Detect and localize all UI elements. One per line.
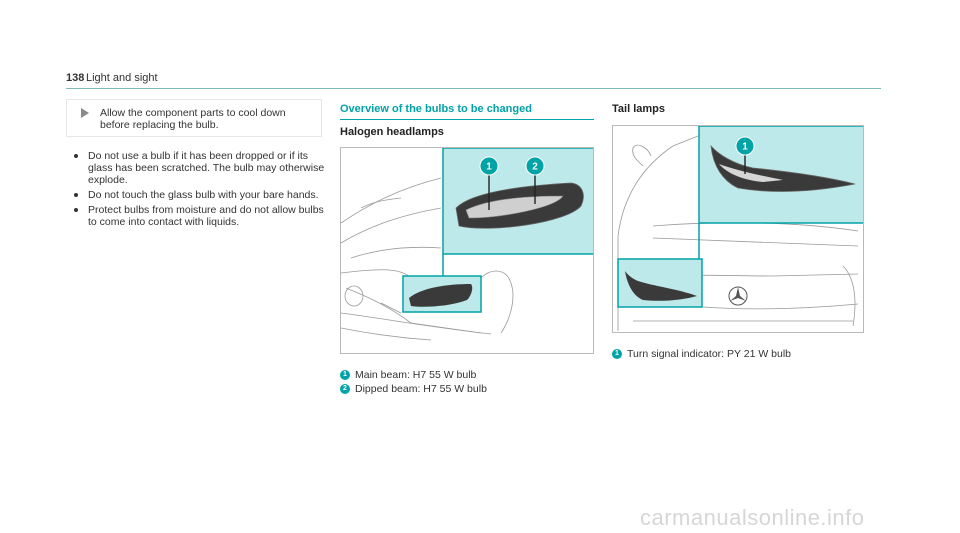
bullet-dot-icon: [74, 208, 78, 212]
callout-1: 1: [742, 142, 748, 153]
tail-lamps-heading: Tail lamps: [612, 103, 665, 115]
headlamps-heading: Halogen headlamps: [340, 126, 444, 138]
note-box: Allow the component parts to cool down b…: [66, 99, 322, 137]
headlamp-figure: 1 2: [340, 147, 594, 354]
overview-title: Overview of the bulbs to be changed: [340, 103, 594, 120]
callout-number-icon: 1: [612, 349, 622, 359]
tail-lamp-illustration: 1: [617, 126, 863, 331]
page-header: 138 Light and sight: [66, 70, 881, 89]
list-item: Protect bulbs from moisture and do not a…: [74, 204, 326, 228]
tail-lamp-figure: 1: [612, 125, 864, 333]
bullet-list: Do not use a bulb if it has been dropped…: [74, 150, 326, 231]
section-title: Light and sight: [86, 72, 158, 84]
page-number: 138: [66, 72, 85, 84]
callout-number-icon: 2: [340, 384, 350, 394]
list-item: Do not touch the glass bulb with your ba…: [74, 189, 326, 201]
bullet-dot-icon: [74, 193, 78, 197]
headlamp-illustration: 1 2: [341, 148, 593, 341]
list-item: Do not use a bulb if it has been dropped…: [74, 150, 326, 186]
note-text: Allow the component parts to cool down b…: [100, 107, 286, 131]
bullet-dot-icon: [74, 154, 78, 158]
callout-number-icon: 1: [340, 370, 350, 380]
callout-2: 2: [532, 162, 538, 173]
watermark: carmanualsonline.info: [640, 505, 865, 530]
callout-1: 1: [486, 162, 492, 173]
play-arrow-icon: [81, 108, 89, 118]
